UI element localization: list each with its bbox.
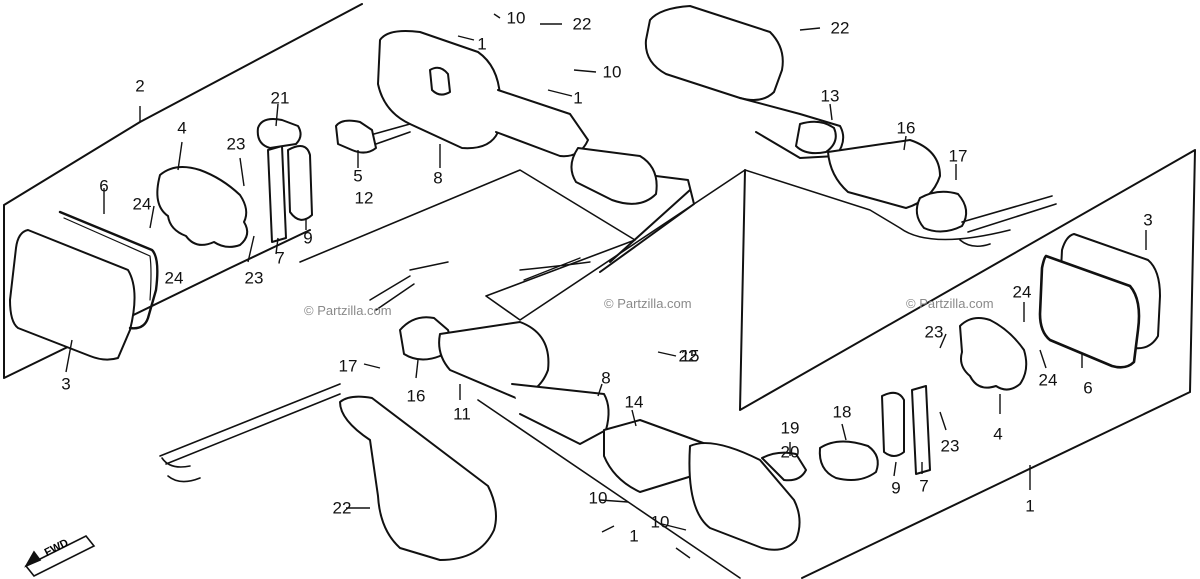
- part-label: 10: [650, 512, 670, 532]
- part-label: 22: [678, 346, 698, 366]
- part-label: 1: [573, 88, 583, 108]
- part-label: 4: [993, 424, 1003, 444]
- group-boundary-right: [739, 149, 1196, 579]
- part-label: 1: [477, 34, 487, 54]
- fwd-arrow: [24, 534, 96, 578]
- part-label: 19: [780, 418, 800, 438]
- part-label: 15: [680, 346, 700, 366]
- part-label: 10: [602, 62, 622, 82]
- part-label: 21: [270, 88, 290, 108]
- part-label: 5: [353, 166, 363, 186]
- lens-right: [1038, 233, 1161, 369]
- part-label: 24: [164, 268, 184, 288]
- watermark-right: © Partzilla.com: [906, 296, 994, 311]
- part-label: 9: [891, 478, 901, 498]
- part-label: 24: [132, 194, 152, 214]
- part-label: 8: [433, 168, 443, 188]
- part-label: 16: [896, 118, 916, 138]
- gasket-right: [959, 317, 1028, 391]
- bulb-left: [256, 118, 302, 149]
- plate-right: [911, 385, 931, 475]
- part-label: 10: [588, 488, 608, 508]
- part-label: 24: [1012, 282, 1032, 302]
- watermark-middle: © Partzilla.com: [604, 296, 692, 311]
- part-label: 17: [338, 356, 358, 376]
- part-label: 6: [1083, 378, 1093, 398]
- part-label: 24: [1038, 370, 1058, 390]
- watermark-left: © Partzilla.com: [304, 303, 392, 318]
- socket-left: [287, 145, 313, 221]
- part-label: 23: [244, 268, 264, 288]
- part-label: 14: [624, 392, 644, 412]
- part-label: 22: [572, 14, 592, 34]
- part-label: 12: [354, 188, 374, 208]
- part-label: 18: [832, 402, 852, 422]
- plate-left: [267, 145, 287, 243]
- socket-right: [881, 391, 905, 457]
- housing-top-right: [644, 5, 1057, 248]
- part-label: 7: [275, 248, 285, 268]
- part-label: 10: [506, 8, 526, 28]
- part-label: 3: [61, 374, 71, 394]
- part-label: 22: [830, 18, 850, 38]
- housing-bottom-right: [603, 419, 879, 551]
- group-boundary-left: [3, 3, 363, 379]
- part-label: 4: [177, 118, 187, 138]
- part-label: 23: [226, 134, 246, 154]
- part-label: 13: [820, 86, 840, 106]
- socket-5: [335, 119, 377, 154]
- gasket-left: [156, 165, 249, 248]
- part-label: 3: [1143, 210, 1153, 230]
- part-label: 7: [919, 476, 929, 496]
- part-label: 6: [99, 176, 109, 196]
- part-label: 8: [601, 368, 611, 388]
- part-label: 1: [1025, 496, 1035, 516]
- lens-left: [9, 210, 159, 361]
- part-label: 2: [135, 76, 145, 96]
- part-label: 9: [303, 228, 313, 248]
- part-label: 23: [940, 436, 960, 456]
- housing-top-left: [377, 30, 695, 273]
- part-label: 1: [629, 526, 639, 546]
- part-label: 17: [948, 146, 968, 166]
- part-label: 16: [406, 386, 426, 406]
- part-label: 23: [924, 322, 944, 342]
- part-label: 11: [453, 404, 471, 424]
- stalk-bottom: [159, 383, 497, 561]
- part-label: 22: [332, 498, 352, 518]
- part-label: 20: [780, 442, 800, 462]
